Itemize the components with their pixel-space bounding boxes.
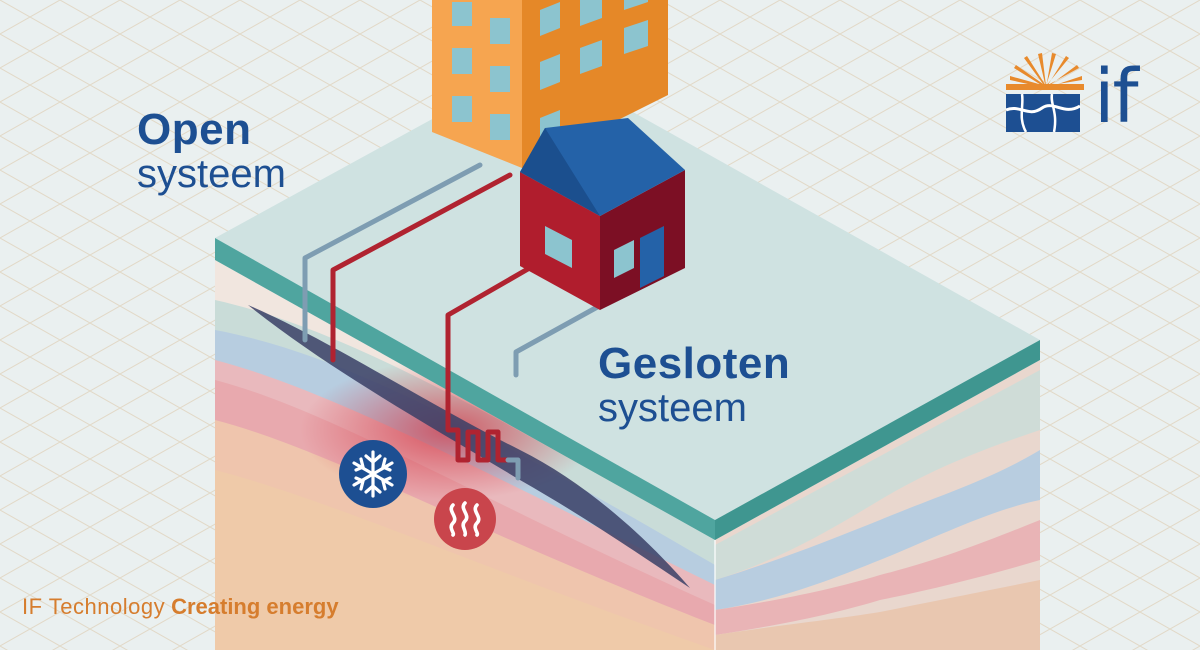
open-system-subtitle: systeem — [137, 152, 286, 196]
soil-left-face — [215, 260, 715, 650]
closed-system-title: Gesloten — [598, 339, 791, 388]
closed-system-pipes — [445, 259, 613, 481]
logo-text: if — [1094, 54, 1139, 140]
heat-waves-icon — [434, 488, 496, 550]
open-system-label: Open systeem — [137, 105, 286, 196]
closed-system-subtitle: systeem — [598, 386, 747, 430]
soil-right-face — [715, 360, 1040, 650]
ground-edge-right — [715, 340, 1040, 540]
footer-slogan: Creating energy — [171, 594, 339, 619]
house — [520, 118, 685, 310]
apartment-building — [432, 0, 668, 168]
snowflake-icon — [339, 440, 407, 508]
ground-edge-left — [215, 238, 715, 540]
sun-over-landscape-icon — [1005, 53, 1084, 133]
open-system-pipes — [302, 162, 513, 363]
closed-system-label: Gesloten systeem — [598, 339, 791, 430]
footer-brand: IF Technology — [22, 594, 166, 619]
open-system-title: Open — [137, 105, 252, 154]
